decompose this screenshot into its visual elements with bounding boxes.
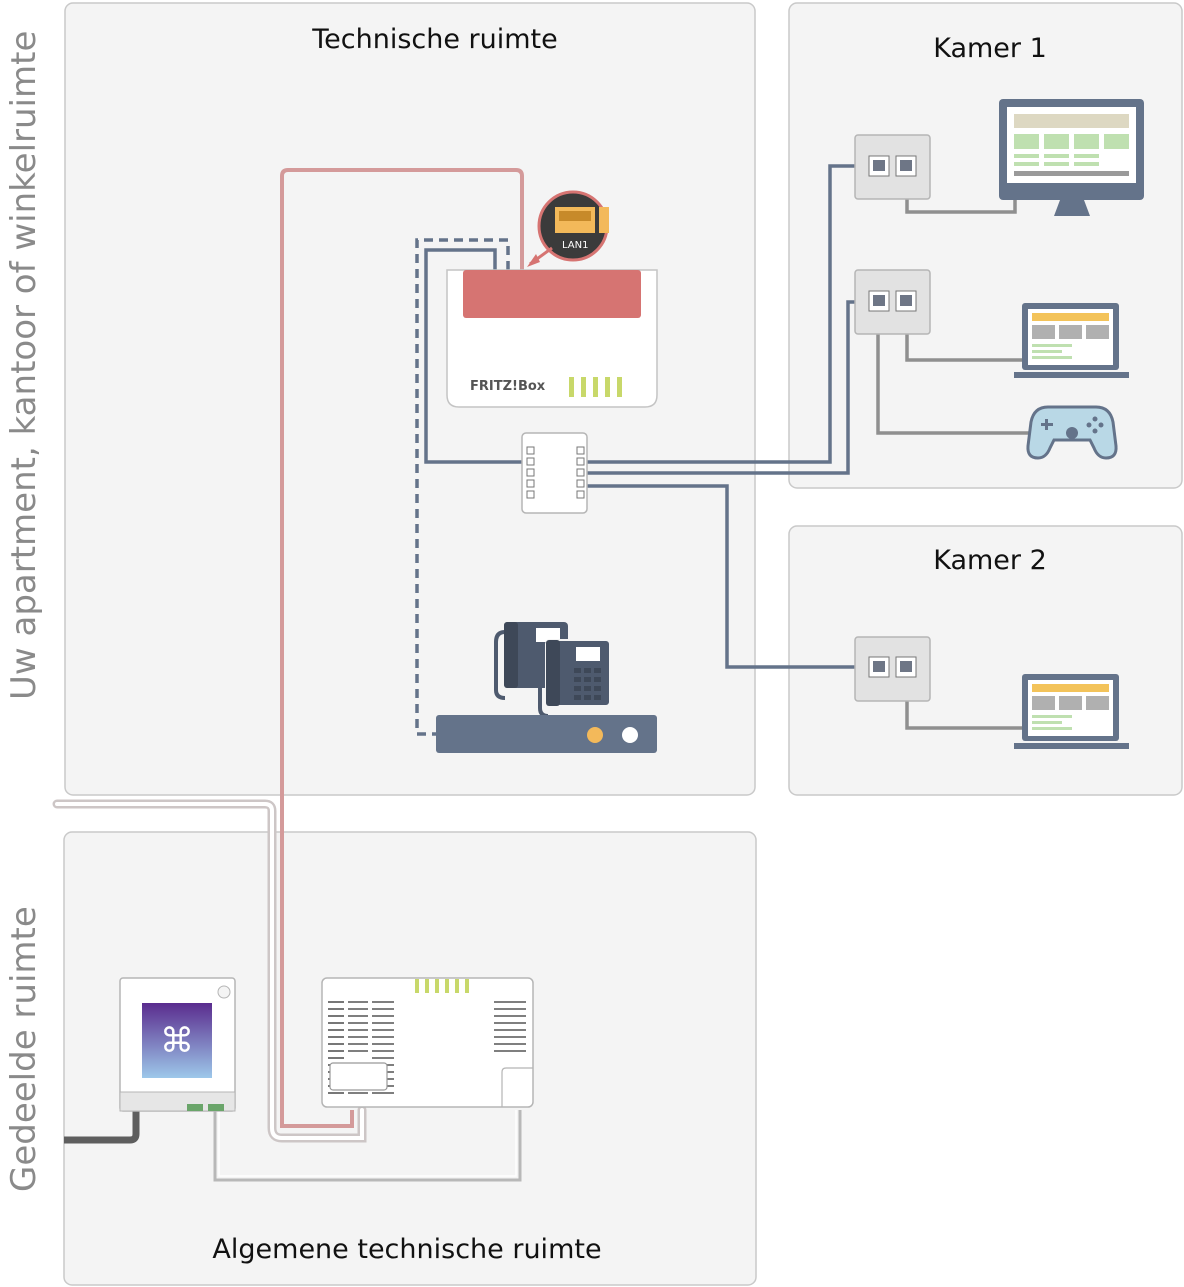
- label-room1: Kamer 1: [933, 33, 1047, 64]
- lan1-callout: LAN1: [527, 190, 609, 267]
- cable-provider-box-to-modem: [213, 1110, 522, 1182]
- cable-incoming-line: [64, 1110, 140, 1144]
- desk-phone-icon: [494, 622, 611, 718]
- laptop-icon: [1014, 674, 1129, 749]
- monitor-icon: [999, 99, 1144, 216]
- label-technical-room: Technische ruimte: [311, 24, 558, 55]
- label-general-technical-room: Algemene technische ruimte: [212, 1234, 601, 1265]
- router-leds: [569, 377, 622, 397]
- cable-router-to-phone-base: [415, 238, 510, 736]
- svg-text:⌘: ⌘: [160, 1021, 194, 1061]
- label-room2: Kamer 2: [933, 545, 1047, 576]
- cable-modem-to-router: [280, 168, 524, 1128]
- side-label-apartment: Uw apartment, kantoor of winkelruimte: [4, 31, 44, 700]
- laptop-icon: [1014, 303, 1129, 378]
- cables-patch-panel-to-rooms: [581, 164, 856, 669]
- ethernet-wall-socket-icon: [854, 134, 931, 200]
- side-label-shared: Gedeelde ruimte: [4, 906, 44, 1192]
- incoming-cable-bundle: [52, 799, 367, 1143]
- patch-panel-icon: [521, 432, 588, 514]
- router-brand-label: FRITZ!Box: [470, 379, 546, 394]
- ethernet-wall-socket-icon: [854, 269, 931, 335]
- lan1-label: LAN1: [562, 240, 588, 251]
- dect-base-station-icon: [436, 715, 657, 753]
- provider-modem-icon: [321, 977, 534, 1108]
- gamepad-icon: [1026, 405, 1118, 460]
- network-termination-box-icon: ⌘: [119, 977, 236, 1112]
- cable-router-to-patch-panel: [424, 248, 527, 464]
- fritzbox-router-icon: FRITZ!Box: [446, 269, 658, 408]
- ethernet-wall-socket-icon: [854, 636, 931, 702]
